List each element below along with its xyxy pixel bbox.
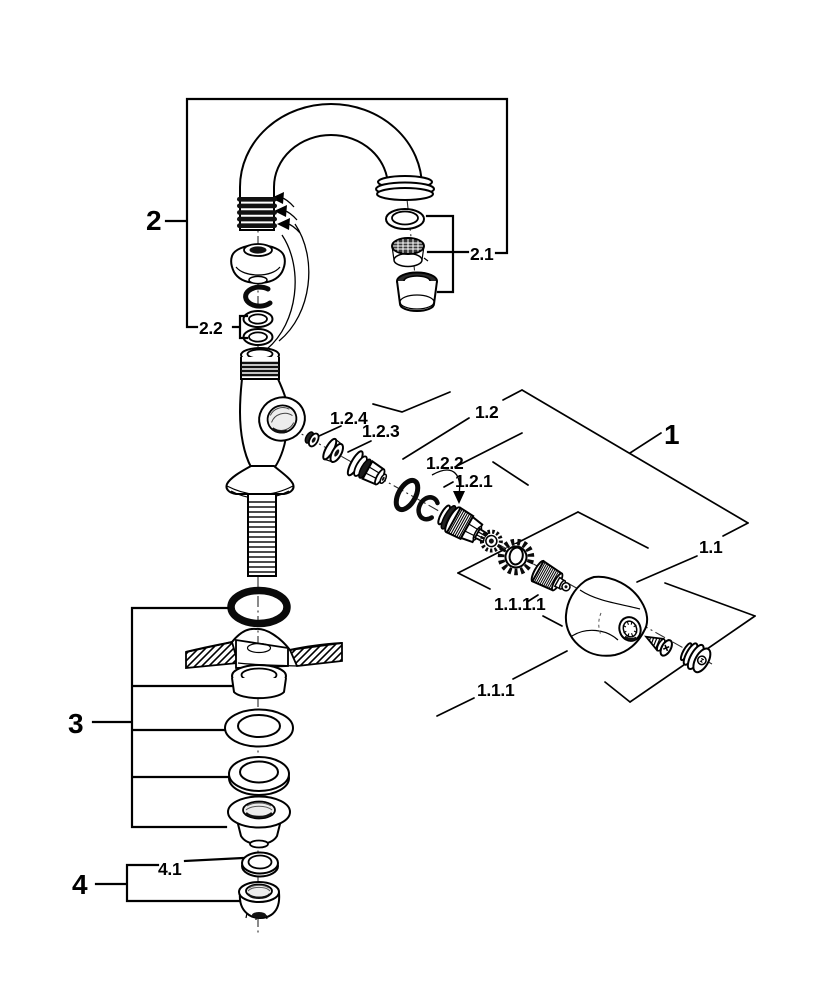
bracket-group-3: [91, 606, 234, 829]
label-group-1-2-4: 1.2.4: [330, 408, 368, 428]
aerator-housing: [395, 271, 439, 312]
arrowhead-icon: [274, 205, 287, 217]
assembly-arrows: [266, 192, 465, 504]
threaded-stud: [247, 493, 277, 577]
aerator-assembly: [385, 208, 439, 312]
label-brackets: [91, 97, 509, 903]
aerator-washer: [385, 208, 425, 230]
spout-collar-nut: [230, 243, 286, 285]
center-axis-lines: [257, 179, 713, 934]
lock-nut: [238, 881, 281, 920]
spout: [237, 103, 435, 231]
star-washer: [497, 538, 535, 576]
label-group-1-2-3: 1.2.3: [362, 421, 400, 441]
spout-washer-lower: [242, 328, 274, 346]
mounting-nut: [227, 795, 291, 849]
label-group-1: 1: [664, 419, 679, 450]
label-group-1-1-1-1: 1.1.1.1: [494, 594, 546, 614]
handle-knob: [564, 575, 649, 657]
o-ring: [227, 586, 291, 628]
bracket-group-2-1: [425, 214, 470, 294]
handle-adapter: [530, 559, 571, 592]
label-group-4: 4: [72, 869, 88, 900]
arrowhead-icon: [271, 192, 284, 204]
bracket-group-2-2: [231, 314, 249, 340]
mounting-ring: [231, 664, 287, 700]
knob-spline-socket: [618, 616, 642, 642]
bracket-group-4: [94, 856, 245, 903]
label-group-2: 2: [146, 205, 161, 236]
body-side-port: [258, 396, 306, 442]
label-group-2-2: 2.2: [199, 318, 223, 338]
handle-cap: [679, 642, 712, 674]
parts-layer: [185, 103, 712, 920]
label-group-4-1: 4.1: [158, 859, 182, 879]
part-number-labels: 2 2.1 2.2 1 1.2 1.2.4 1.2.3 1.2.2 1.2.1 …: [68, 205, 723, 900]
valve-cartridge: [437, 504, 503, 553]
arrowhead-icon: [277, 218, 290, 230]
screw-nut: [304, 431, 320, 448]
faucet-body: [225, 347, 306, 577]
label-group-1-2-1: 1.2.1: [455, 471, 493, 491]
label-group-2-1: 2.1: [470, 244, 494, 264]
label-group-3: 3: [68, 708, 83, 739]
washer-medium: [228, 756, 290, 796]
arrowhead-icon: [453, 491, 465, 504]
washer-small: [241, 851, 279, 878]
seal-grommet: [322, 437, 344, 463]
bracket-group-2: [164, 97, 509, 329]
snap-ring: [243, 284, 273, 309]
spout-thread-bands: [237, 197, 277, 228]
label-group-1-1-1: 1.1.1: [477, 680, 515, 700]
spout-washer-upper: [242, 310, 274, 328]
aerator-screen: [391, 237, 429, 268]
c-clip: [416, 495, 440, 522]
label-group-1-2-2: 1.2.2: [426, 453, 464, 473]
sink-deck: [185, 627, 343, 669]
label-group-1-1: 1.1: [699, 537, 723, 557]
washer-large: [224, 708, 294, 748]
gland-bushing: [346, 450, 388, 486]
label-group-1-2: 1.2: [475, 402, 499, 422]
